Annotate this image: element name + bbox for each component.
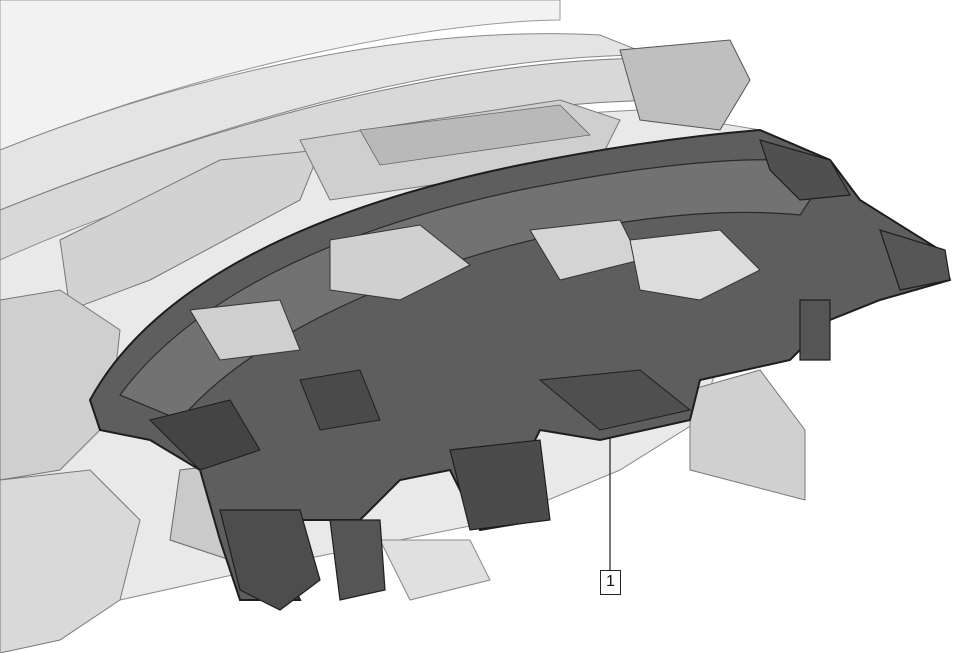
- callout-label-1: 1: [600, 570, 621, 595]
- instrument-panel-carrier: [88, 128, 952, 611]
